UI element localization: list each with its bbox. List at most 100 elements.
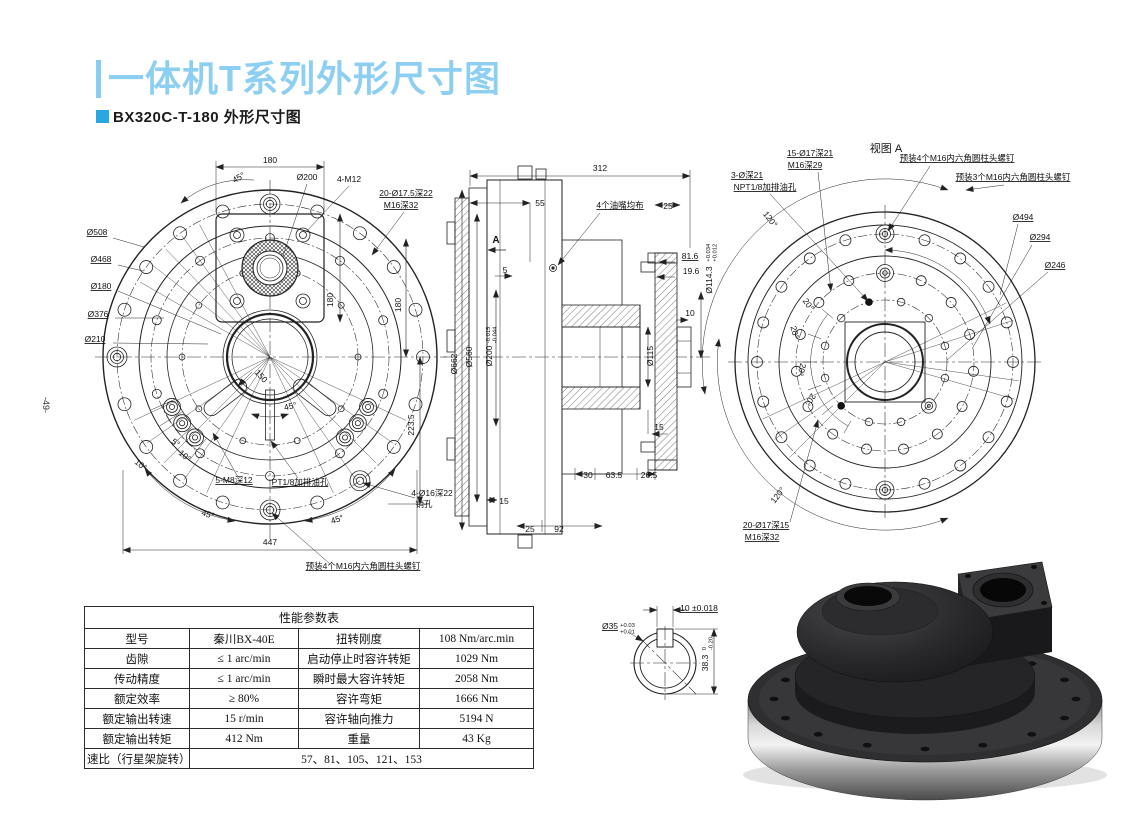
dim-label: A [492,235,499,246]
svg-text:+0.01: +0.01 [620,629,635,635]
keyway-detail-drawing [627,606,718,700]
svg-text:5-M8深12: 5-M8深12 [215,475,253,485]
svg-text:180: 180 [393,298,403,312]
dim-label: 55 [535,198,545,208]
dim-label: NPT1/8加排油孔 [734,182,797,192]
svg-text:Ø35: Ø35 [602,621,618,631]
svg-text:Ø294: Ø294 [1030,232,1051,242]
dim-label: Ø246 [1045,260,1066,270]
svg-text:55: 55 [535,198,545,208]
dim-label: 预装3个M16内六角圆柱头螺钉 [956,172,1071,182]
svg-text:视图 A: 视图 A [870,141,903,155]
dim-label: 4-M12 [337,174,361,184]
svg-text:150: 150 [253,367,270,384]
dim-label: 15 [654,422,664,432]
svg-text:120°: 120° [761,209,780,229]
param-value-cell: 1029 Nm [418,648,535,669]
dim-label: 45° [283,400,298,413]
dim-label: Ø294 [1030,232,1051,242]
dimension-labels: 180 45° Ø200 4-M12 20-Ø17.5深22M16深32Ø508Ø468… [85,141,1071,671]
svg-text:预装3个M16内六角圆柱头螺钉: 预装3个M16内六角圆柱头螺钉 [956,172,1071,182]
svg-text:Ø200: Ø200 [484,345,494,366]
dim-label: 30 [583,470,593,480]
param-label-cell: 额定输出转矩 [84,728,190,749]
dim-label: 10 [685,308,695,318]
svg-text:38.3: 38.3 [700,654,710,671]
dim-label: 20° [788,325,801,340]
svg-text:0: 0 [702,647,708,650]
svg-text:10 ±0.018: 10 ±0.018 [680,603,718,613]
dim-label: 20° [801,296,817,312]
dim-label: 150 [253,367,270,384]
dim-label: 45° [230,170,246,185]
page-number: -49- [41,396,52,414]
dim-label: 180 [393,298,403,312]
dim-label: 63.5 [606,470,623,480]
param-label-cell: 额定效率 [84,688,190,709]
dim-label: 20-Ø17.5深22 [379,188,433,198]
subtitle-bullet-icon [96,110,109,123]
svg-text:26.5: 26.5 [641,470,658,480]
param-value-cell: 1666 Nm [418,688,535,709]
dim-label: 5-M8深12 [215,475,253,485]
dim-label: 38.30-0.20 [700,637,714,671]
svg-text:180: 180 [263,155,277,165]
table-row: 速比（行星架旋转）57、81、105、121、153 [84,748,535,769]
dim-label: Ø180 [91,281,112,291]
svg-text:5: 5 [503,265,508,275]
svg-text:447: 447 [263,537,277,547]
dim-label: 4个油嘴均布 [596,200,643,210]
dim-label: 180 [325,293,335,307]
dim-label: 45° [329,512,344,525]
dim-label: 223.5 [406,414,416,436]
svg-text:45°: 45° [230,170,246,185]
dim-label: Ø508 [87,227,108,237]
dim-label: 180 [263,155,277,165]
svg-text:4个油嘴均布: 4个油嘴均布 [596,200,643,210]
dim-label: 447 [263,537,277,547]
dim-label: 视图 A [870,141,903,155]
front-view-drawing [95,161,447,565]
dim-label: 19.6 [683,266,700,276]
svg-text:180: 180 [325,293,335,307]
dim-label: Ø494 [1013,212,1034,222]
param-value-cell: 秦川BX-40E [189,628,299,649]
param-label-cell: 重量 [298,728,420,749]
dim-label: 15-Ø17深21 [787,148,834,158]
param-value-cell: 412 Nm [189,728,299,749]
svg-text:4-Ø16深22: 4-Ø16深22 [411,488,453,498]
dim-label: Ø468 [91,254,112,264]
svg-text:Ø376: Ø376 [88,309,109,319]
dim-label: Ø210 [85,334,106,344]
svg-text:Ø494: Ø494 [1013,212,1034,222]
svg-text:M16深32: M16深32 [384,200,419,210]
param-label-cell: 齿隙 [84,648,190,669]
dim-label: 45° [200,507,215,520]
param-value-cell: ≥ 80% [189,688,299,709]
product-photo [743,561,1107,801]
dim-label: PT1/8加排油孔 [272,477,329,487]
param-label-cell: 容许弯矩 [298,688,420,709]
table-title: 性能参数表 [83,606,535,629]
svg-text:20°: 20° [801,296,817,312]
svg-text:81.6: 81.6 [682,251,699,261]
dim-label: Ø35+0.03+0.01 [602,621,635,635]
svg-text:Ø200: Ø200 [297,172,318,182]
svg-text:15: 15 [499,496,509,506]
dim-label: Ø376 [88,309,109,319]
svg-text:-0.015: -0.015 [486,327,492,343]
param-label-cell: 扭转刚度 [298,628,420,649]
dim-label: 销孔 [415,499,433,509]
svg-text:312: 312 [593,163,607,173]
svg-text:销孔: 销孔 [415,499,433,509]
subtitle-row: BX320C-T-180 外形尺寸图 [96,106,501,127]
title-accent-bar [96,60,101,98]
dim-label: 25 [663,201,673,211]
svg-text:20°: 20° [795,362,808,377]
svg-text:预装4个M16内六角圆柱头螺钉: 预装4个M16内六角圆柱头螺钉 [306,561,421,571]
dim-label: Ø200-0.015-0.044 [484,326,498,366]
dim-label: 312 [593,163,607,173]
